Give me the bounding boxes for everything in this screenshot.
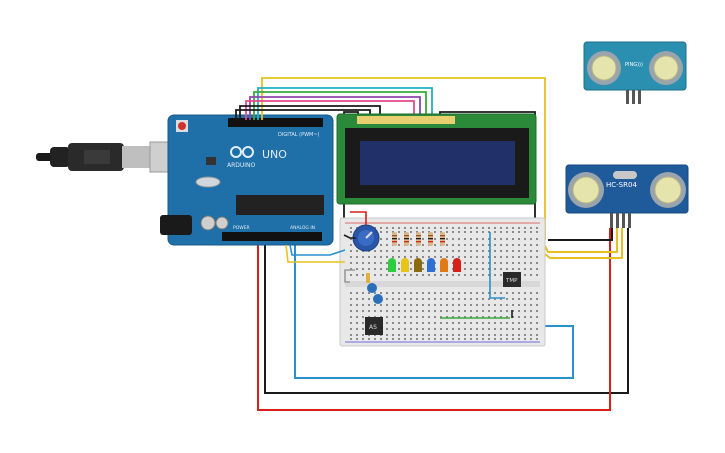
hcsr04-sensor[interactable]: HC-SR04 bbox=[565, 164, 689, 228]
led-icon[interactable] bbox=[388, 258, 396, 272]
digital-pins-label: DIGITAL (PWM~) bbox=[278, 132, 320, 138]
reset-button-icon[interactable] bbox=[178, 122, 186, 130]
wire-purple-top[interactable] bbox=[249, 96, 421, 120]
arduino-uno[interactable]: DIGITAL (PWM~) ARDUINO UNO POWER ANALOG … bbox=[160, 114, 334, 246]
wire-yellow-right[interactable] bbox=[544, 228, 618, 253]
motion-sensor[interactable]: AS bbox=[365, 317, 383, 335]
breadboard[interactable] bbox=[339, 217, 546, 347]
wire-black-top-2[interactable] bbox=[235, 109, 371, 120]
hcsr04-label: HC-SR04 bbox=[606, 181, 637, 189]
pot-wires bbox=[343, 211, 367, 283]
ping-sensor-label: PING))) bbox=[625, 62, 643, 68]
usb-cable[interactable] bbox=[36, 141, 179, 173]
power-pins-label: POWER bbox=[233, 225, 250, 231]
led-icon[interactable] bbox=[401, 258, 409, 272]
wire-black-bottom[interactable] bbox=[264, 228, 629, 394]
potentiometer[interactable] bbox=[352, 224, 380, 252]
wire-black-right[interactable] bbox=[548, 228, 613, 241]
led-icon[interactable] bbox=[453, 258, 461, 272]
wire-yellow-right-2[interactable] bbox=[544, 228, 623, 259]
wire-red-bottom[interactable] bbox=[257, 228, 611, 411]
temperature-sensor-label: TMP bbox=[505, 278, 518, 284]
breadboard-wires bbox=[285, 232, 513, 319]
wire-black-top-1[interactable] bbox=[239, 105, 381, 120]
led-icon[interactable] bbox=[414, 258, 422, 272]
wire-yellow-top[interactable] bbox=[261, 77, 546, 240]
lcd-display[interactable] bbox=[336, 113, 537, 205]
led-icon[interactable] bbox=[440, 258, 448, 272]
arduino-model-label: UNO bbox=[262, 148, 287, 161]
resistor-row bbox=[392, 232, 445, 246]
ping-sensor[interactable]: PING))) bbox=[583, 41, 687, 104]
wire-cyan-top[interactable] bbox=[257, 87, 433, 120]
led-row bbox=[388, 258, 461, 272]
arduino-brand-label: ARDUINO bbox=[227, 162, 256, 169]
temperature-sensor[interactable]: TMP bbox=[503, 272, 521, 287]
analog-pins-label: ANALOG IN bbox=[290, 225, 315, 231]
capacitors[interactable] bbox=[366, 273, 383, 304]
led-icon[interactable] bbox=[427, 258, 435, 272]
motion-sensor-label: AS bbox=[369, 324, 377, 331]
arduino-logo-icon bbox=[230, 146, 254, 158]
bottom-wires bbox=[257, 228, 629, 411]
